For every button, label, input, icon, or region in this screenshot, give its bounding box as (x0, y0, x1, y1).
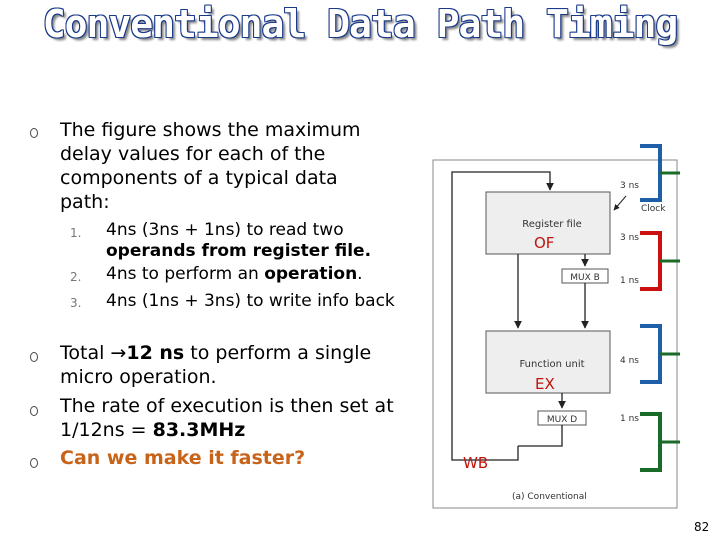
sub-item-1: 4ns (3ns + 1ns) to read two operands fro… (106, 220, 406, 262)
mux-d-label: MUX D (547, 415, 577, 425)
bullet-3-pre: The rate of execution is then set at 1/1… (60, 395, 394, 441)
delay-label-3: 1 ns (620, 276, 639, 286)
bullet-marker (30, 458, 38, 468)
stage-of-label: OF (534, 234, 554, 252)
sub-item-1-pre: 4ns (3ns + 1ns) to read two (106, 220, 344, 240)
bullet-3-text: The rate of execution is then set at 1/1… (60, 394, 400, 442)
arrow-icon: → (110, 342, 127, 364)
function-unit-label: Function unit (519, 359, 584, 370)
bracket-4-green (640, 412, 662, 472)
clock-label: Clock (641, 204, 666, 214)
feedback-wire (451, 171, 554, 461)
stage-ex-label: EX (535, 375, 555, 393)
bracket-3-blue (640, 324, 662, 384)
sub-item-2-number: 2. (70, 270, 82, 284)
bullet-2-text: Total →12 ns to perform a single micro o… (60, 341, 410, 389)
page-number: 82 (694, 520, 710, 534)
mux-b-label: MUX B (570, 273, 600, 283)
bullet-3-bold: 83.3MHz (152, 419, 246, 441)
bracket-1-blue (640, 144, 662, 202)
bullet-4-text: Can we make it faster? (60, 447, 306, 469)
bullet-marker (30, 406, 38, 416)
delay-label-2: 3 ns (620, 233, 639, 243)
stage-wb-label: WB (463, 454, 488, 472)
sub-item-2-post: . (357, 264, 363, 284)
diagram-frame (432, 159, 678, 509)
sub-item-2-bold: operation (264, 264, 358, 284)
sub-item-3-pre: 4ns (1ns + 3ns) to write info back (106, 291, 395, 311)
bracket-2-red (640, 231, 662, 291)
sub-item-2-pre: 4ns to perform an (106, 264, 265, 284)
bullet-1-text: The figure shows the maximum delay value… (60, 119, 361, 213)
delay-label-1: 3 ns (620, 181, 639, 191)
register-file-label: Register file (522, 219, 582, 230)
bullet-marker (30, 128, 38, 138)
bullet-marker (30, 352, 38, 362)
diagram-caption: (a) Conventional (512, 492, 587, 502)
sub-item-3: 4ns (1ns + 3ns) to write info back (106, 291, 406, 312)
function-unit-box (485, 330, 611, 394)
sub-item-1-number: 1. (70, 226, 82, 240)
sub-item-3-number: 3. (70, 296, 82, 310)
sub-item-1-bold: operands from register file. (106, 241, 372, 261)
delay-label-4: 4 ns (620, 356, 639, 366)
sub-item-2: 4ns to perform an operation. (106, 264, 406, 285)
register-file-box (485, 191, 611, 255)
slide-title: Conventional Data Path Timing (42, 2, 678, 46)
bullet-2-pre: Total (60, 342, 111, 364)
bullet-2-bold: 12 ns (126, 342, 185, 364)
mux-d-out-wire (518, 425, 563, 447)
delay-label-5: 1 ns (620, 414, 639, 424)
clock-arrow (613, 195, 627, 211)
bullet-2-post: to perform a single micro operation. (60, 342, 372, 388)
